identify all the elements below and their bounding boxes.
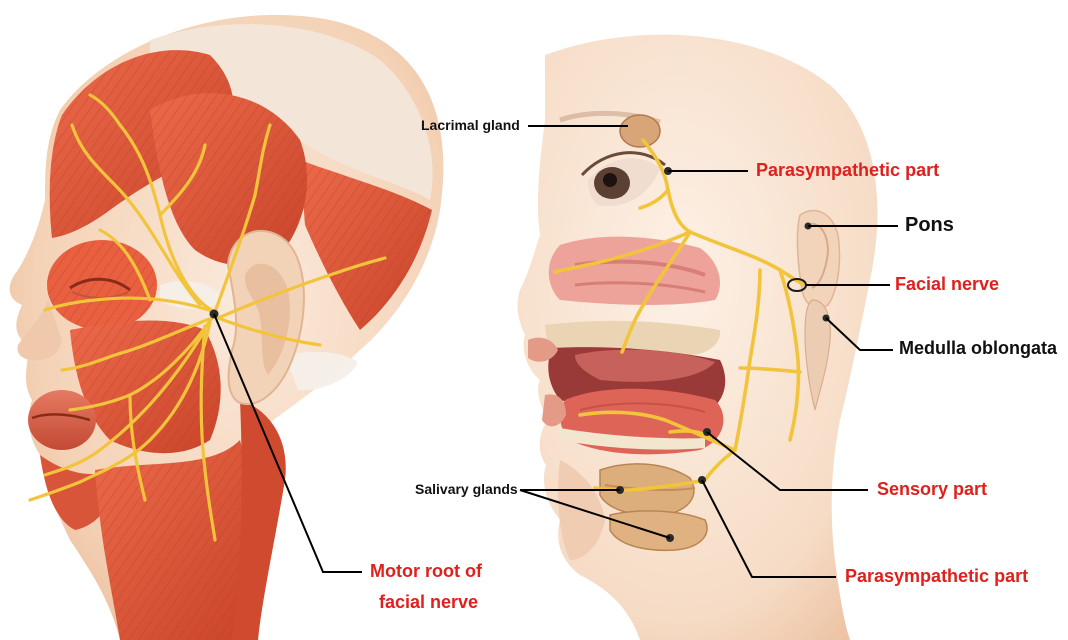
lacrimal-gland <box>620 115 660 147</box>
label-salivary-glands: Salivary glands <box>415 481 518 497</box>
label-medulla-oblongata: Medulla oblongata <box>899 338 1057 359</box>
label-lacrimal-gland: Lacrimal gland <box>421 117 520 133</box>
label-sensory-part: Sensory part <box>877 479 987 500</box>
label-parasympathetic-part-lower: Parasympathetic part <box>845 566 1028 587</box>
left-head-muscles <box>10 15 444 640</box>
label-parasympathetic-part-upper: Parasympathetic part <box>756 160 939 181</box>
label-motor-root-line2: facial nerve <box>379 592 478 613</box>
label-pons: Pons <box>905 214 954 237</box>
label-facial-nerve: Facial nerve <box>895 274 999 295</box>
label-motor-root-line1: Motor root of <box>370 561 482 582</box>
